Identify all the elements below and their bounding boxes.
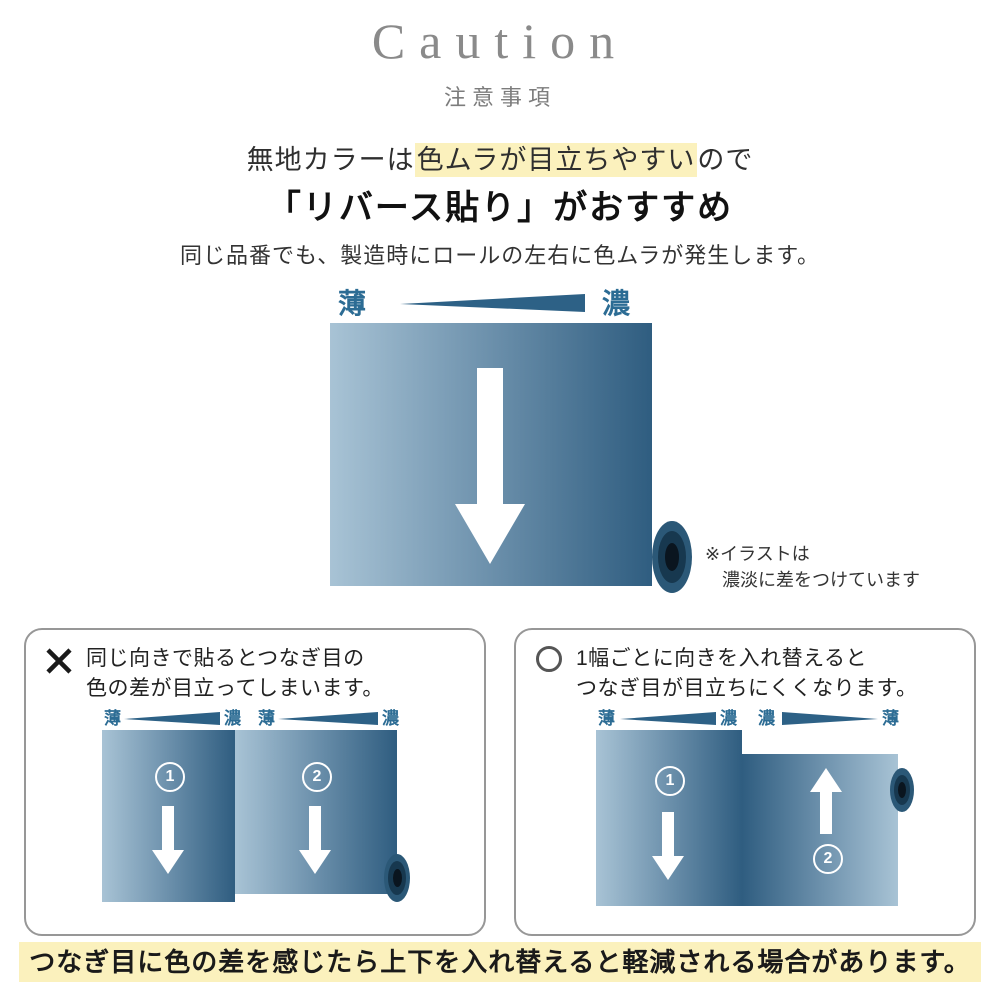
bad-roll1-wedge-icon (124, 712, 220, 725)
good-roll2-wedge-icon (782, 712, 878, 725)
bad-step2-badge: 2 (302, 762, 332, 792)
good-step1-badge: 1 (655, 766, 685, 796)
good-roll1-dark-label: 濃 (720, 709, 737, 728)
bad-box-text-line1: 同じ向きで貼るとつなぎ目の (86, 647, 365, 670)
main-roll-cylinder-icon (652, 521, 692, 593)
good-roll1-down-arrow-icon (650, 812, 686, 882)
good-roll2-light-label: 薄 (882, 709, 899, 728)
circle-mark-icon (536, 646, 562, 672)
note-line2: 濃淡に差をつけています (722, 570, 920, 590)
bad-roll2-light-label: 薄 (258, 709, 275, 728)
main-light-label: 薄 (338, 288, 367, 319)
description: 同じ品番でも、製造時にロールの左右に色ムラが発生します。 (179, 243, 821, 268)
heading-pre: 無地カラーは (246, 145, 415, 175)
page-subtitle: 注意事項 (443, 85, 556, 110)
good-step2-badge: 2 (813, 844, 843, 874)
page-title: Caution (371, 13, 629, 69)
bad-roll2-wedge-icon (278, 712, 378, 725)
bad-roll-cylinder-icon (384, 854, 410, 902)
bad-roll2-dark-label: 濃 (382, 709, 399, 728)
bad-roll2-down-arrow-icon (297, 806, 333, 876)
good-box-text-line2: つなぎ目が目立ちにくくなります。 (576, 677, 918, 700)
heading-line2: 「リバース貼り」がおすすめ (266, 189, 734, 227)
good-box-text-line1: 1幅ごとに向きを入れ替えると (576, 647, 868, 670)
good-roll2-dark-label: 濃 (758, 709, 775, 728)
heading-line1: 無地カラーは色ムラが目立ちやすいので (0, 138, 1000, 177)
main-dark-label: 濃 (602, 288, 631, 319)
footer-highlight: つなぎ目に色の差を感じたら上下を入れ替えると軽減される場合があります。 (19, 942, 981, 982)
bad-roll1-light-label: 薄 (104, 709, 121, 728)
heading-post: ので (697, 145, 754, 175)
down-arrow-icon (450, 368, 530, 568)
good-roll2-up-arrow-icon (808, 768, 844, 834)
good-example-box: 1幅ごとに向きを入れ替えると つなぎ目が目立ちにくくなります。 薄 濃 濃 薄 … (514, 628, 976, 936)
heading-highlight: 色ムラが目立ちやすい (414, 143, 698, 177)
x-mark-icon (44, 646, 74, 676)
bad-example-box: 同じ向きで貼るとつなぎ目の 色の差が目立ってしまいます。 薄 濃 薄 濃 1 2 (24, 628, 486, 936)
bad-roll1-dark-label: 濃 (224, 709, 241, 728)
bad-box-text-line2: 色の差が目立ってしまいます。 (86, 677, 384, 700)
good-roll1-light-label: 薄 (598, 709, 615, 728)
main-gradient-wedge-icon (400, 294, 585, 312)
good-roll-cylinder-icon (890, 768, 914, 812)
bad-step1-badge: 1 (155, 762, 185, 792)
footer-note: つなぎ目に色の差を感じたら上下を入れ替えると軽減される場合があります。 (0, 942, 1000, 982)
bad-roll1-down-arrow-icon (150, 806, 186, 876)
note-line1: ※イラストは (705, 544, 810, 564)
good-roll1-wedge-icon (620, 712, 716, 725)
